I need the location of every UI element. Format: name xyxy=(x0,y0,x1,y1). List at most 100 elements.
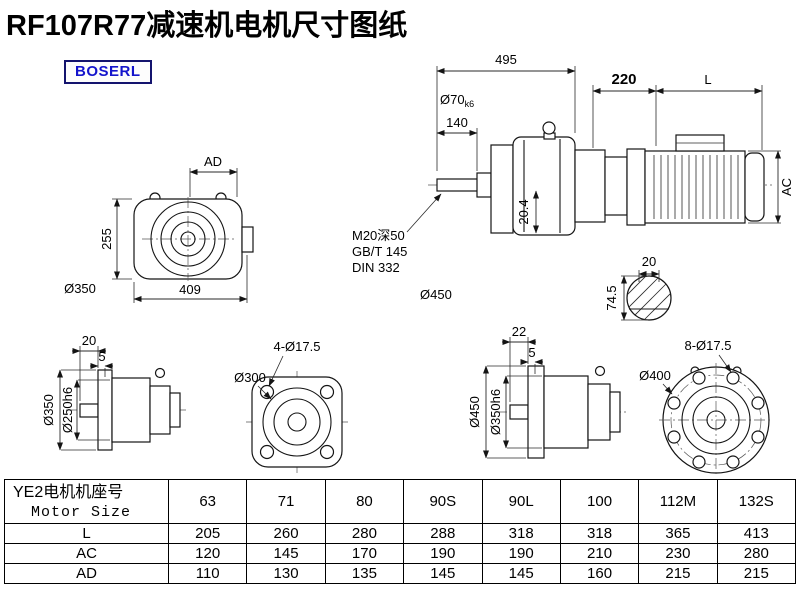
shaft-end-notes: M20深50 GB/T 145 DIN 332 xyxy=(352,193,442,275)
dim-22: 22 xyxy=(502,324,536,402)
cell-AD-7: 215 xyxy=(716,563,797,584)
body-step-2 xyxy=(149,385,171,435)
table-header-row: YE2电机机座号 Motor Size 63 71 80 90S 90L 100… xyxy=(4,479,797,524)
col-header-80: 80 xyxy=(324,479,405,524)
row-label-AD: AD xyxy=(4,563,169,584)
dim-ac-label: AC xyxy=(779,178,794,196)
table-row-AD: AD 110 130 135 145 145 160 215 215 xyxy=(4,563,797,584)
dim-d350h6-label: Ø350h6 xyxy=(488,389,503,435)
shaft-cross-section: 20 74.5 xyxy=(604,254,672,321)
cell-AD-4: 145 xyxy=(481,563,561,584)
dim-409: 409 xyxy=(133,255,248,303)
cell-L-2: 280 xyxy=(324,523,405,544)
dim-140-label: 140 xyxy=(446,115,468,130)
cell-AD-3: 145 xyxy=(403,563,483,584)
label-d450-flange: Ø450 xyxy=(420,287,452,302)
row-label-AC: AC xyxy=(4,543,169,564)
cell-L-5: 318 xyxy=(559,523,640,544)
shaft-stub xyxy=(509,404,529,420)
adapter-neck xyxy=(604,156,628,216)
dim-220-L: 220 L xyxy=(592,71,763,150)
bolt-hole xyxy=(692,455,706,469)
flange-plate xyxy=(97,369,113,451)
dim-ad-label: AD xyxy=(204,154,222,169)
note-standard-1: GB/T 145 xyxy=(352,244,407,259)
col-header-100: 100 xyxy=(559,479,640,524)
motor-flange xyxy=(626,148,646,226)
flange-side-view-small: 20 5 Ø350 Ø250h6 xyxy=(41,333,186,451)
cell-AD-6: 215 xyxy=(638,563,718,584)
bolt-hole xyxy=(259,384,275,400)
lifting-ring xyxy=(594,365,606,377)
cell-AC-7: 280 xyxy=(716,543,797,564)
body-step-1 xyxy=(543,375,589,449)
bolt-hole xyxy=(751,396,765,410)
dim-5-small: 5 xyxy=(90,349,113,377)
cell-AC-5: 210 xyxy=(559,543,640,564)
page-title: RF107R77减速机电机尺寸图纸 xyxy=(6,10,408,42)
cell-AC-2: 170 xyxy=(324,543,405,564)
fan-cover xyxy=(744,152,765,222)
table-header-motor-size: YE2电机机座号 Motor Size xyxy=(4,479,169,524)
label-d350-outer: Ø350 xyxy=(64,281,96,296)
cell-L-4: 318 xyxy=(481,523,561,544)
cell-AC-0: 120 xyxy=(167,543,248,564)
body-step-1 xyxy=(111,377,151,443)
dim-409-label: 409 xyxy=(179,282,201,297)
dim-ac: AC xyxy=(748,150,794,224)
bolt-hole xyxy=(667,396,681,410)
brand-logo: BOSERL xyxy=(64,60,152,84)
cell-AC-6: 230 xyxy=(638,543,718,564)
dim-key-20-label: 20 xyxy=(642,254,656,269)
adapter-housing xyxy=(574,149,606,223)
cell-AC-1: 145 xyxy=(246,543,326,564)
col-header-90l: 90L xyxy=(481,479,561,524)
dim-d350-small: Ø350 xyxy=(41,369,96,451)
dim-ad: AD xyxy=(189,154,238,197)
cell-L-3: 288 xyxy=(403,523,483,544)
body-step-3 xyxy=(169,392,181,428)
dim-20-4: 20.4 xyxy=(516,190,539,234)
cell-L-6: 365 xyxy=(638,523,718,544)
bolt-hole xyxy=(667,430,681,444)
table-header-en: Motor Size xyxy=(31,503,132,521)
bolt-hole xyxy=(319,444,335,460)
flange-front-view-round: 8-Ø17.5 Ø400 xyxy=(639,338,773,477)
dim-L-label: L xyxy=(704,72,711,87)
note-standard-2: DIN 332 xyxy=(352,260,400,275)
lifting-eye xyxy=(542,121,556,135)
flange-side-view-large: 22 5 Ø450 Ø350h6 xyxy=(467,324,628,459)
bolt-hole xyxy=(259,444,275,460)
dim-495-label: 495 xyxy=(495,52,517,67)
technical-drawing: AD 255 409 Ø350 xyxy=(41,52,794,477)
gearbox-front-housing xyxy=(490,144,514,234)
dim-d250h6-label: Ø250h6 xyxy=(60,387,75,433)
square-flange xyxy=(251,376,343,468)
dim-20-small-label: 20 xyxy=(82,333,96,348)
assembly-side-view: 495 140 Ø70k6 220 L AC xyxy=(352,52,794,302)
label-4-holes: 4-Ø17.5 xyxy=(274,339,321,354)
dim-22-label: 22 xyxy=(512,324,526,339)
dim-5-small-label: 5 xyxy=(98,349,105,364)
bore-circle-2 xyxy=(160,211,216,267)
col-header-132s: 132S xyxy=(716,479,797,524)
dim-495: 495 xyxy=(436,52,576,171)
bolt-hole xyxy=(726,455,740,469)
label-d400: Ø400 xyxy=(639,368,671,383)
dim-220-label: 220 xyxy=(611,71,636,88)
col-header-90s: 90S xyxy=(403,479,483,524)
cell-AD-2: 135 xyxy=(324,563,405,584)
dim-d450-large-label: Ø450 xyxy=(467,396,482,428)
label-d300: Ø300 xyxy=(234,370,266,385)
table-row-AC: AC 120 145 170 190 190 210 230 280 xyxy=(4,543,797,564)
dim-key-20: 20 xyxy=(638,254,660,282)
dim-d350h6: Ø350h6 xyxy=(488,375,542,449)
cell-AC-4: 190 xyxy=(481,543,561,564)
bolt-hole xyxy=(692,371,706,385)
gearbox-front-view: AD 255 409 Ø350 xyxy=(64,154,254,303)
bolt-hole xyxy=(726,371,740,385)
body-step-2 xyxy=(587,383,611,441)
label-shaft-diameter: Ø70k6 xyxy=(440,92,474,109)
motor-body xyxy=(644,150,746,224)
dim-255: 255 xyxy=(99,198,132,280)
